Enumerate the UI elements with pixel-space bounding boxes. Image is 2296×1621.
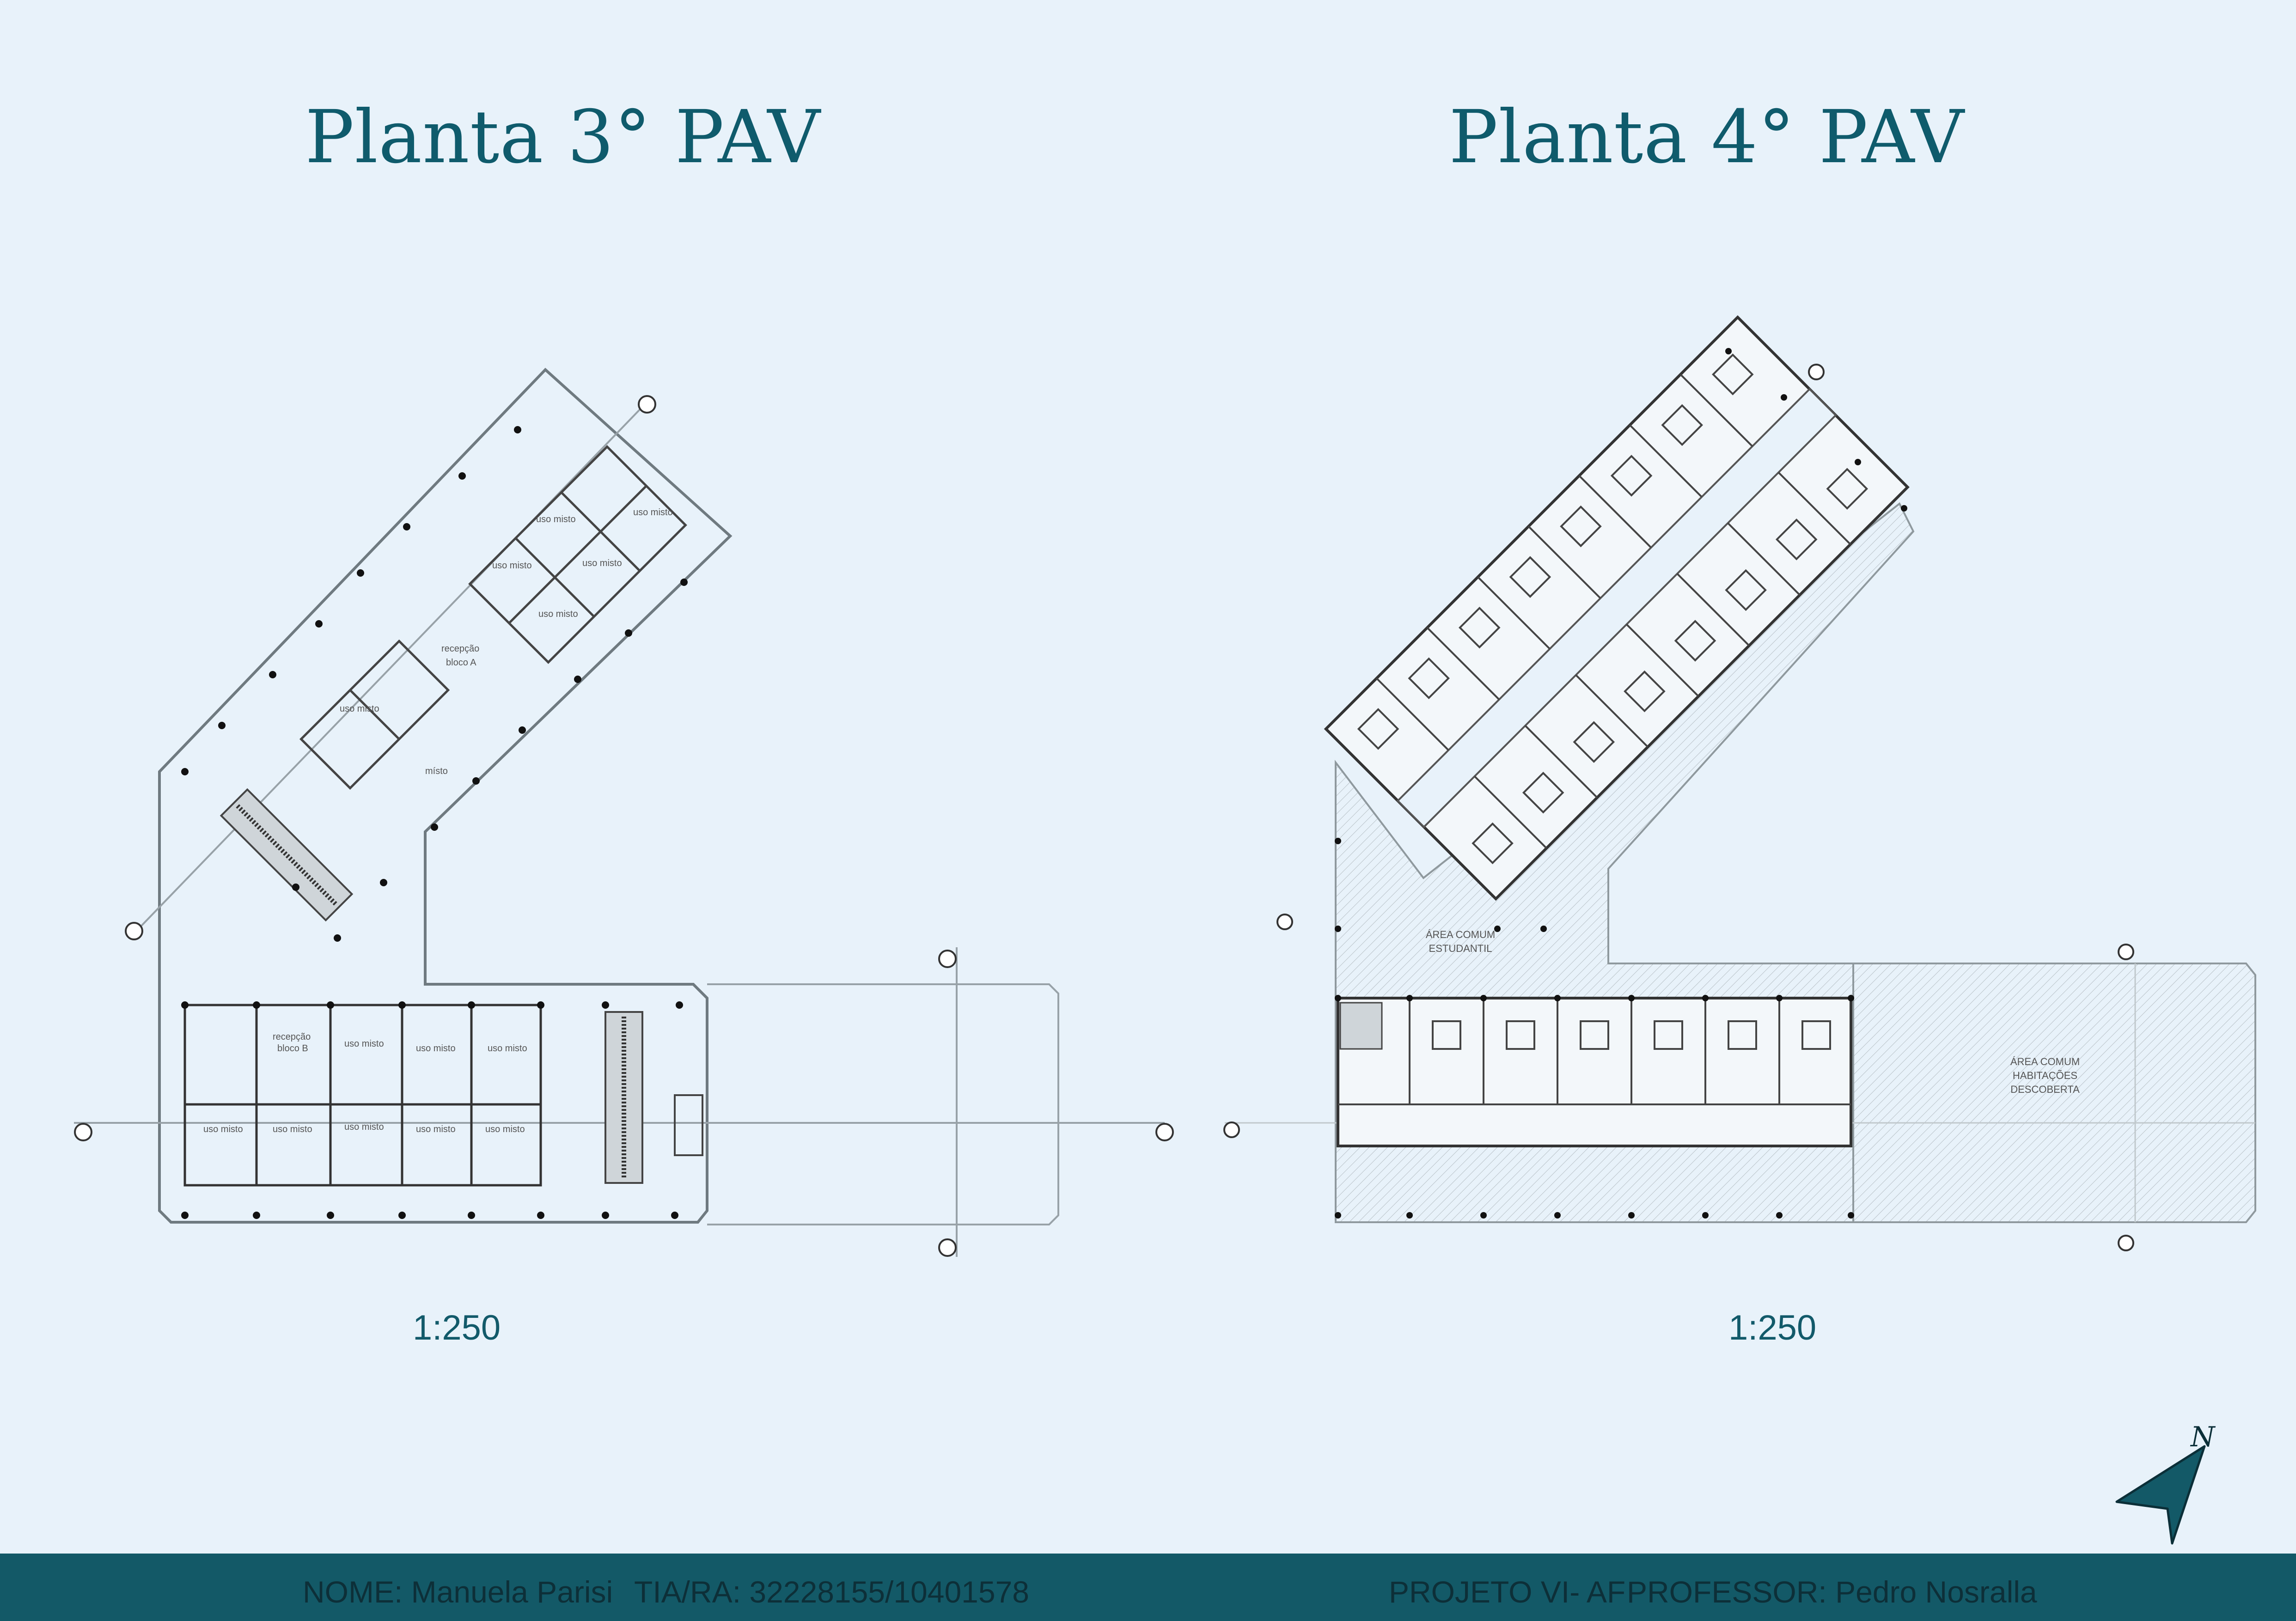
plan-4-title: Planta 4° PAV: [1449, 95, 1965, 180]
room-label: uso misto: [492, 561, 532, 571]
footer-project: PROJETO VI- AF: [1389, 1575, 1626, 1609]
room-label: místo: [425, 766, 448, 776]
housing-block-lower: [1337, 997, 1852, 1147]
section-marker: [2118, 944, 2134, 960]
room-label: uso misto: [416, 1124, 456, 1134]
housing-block-upper: [1324, 315, 1910, 901]
section-marker: [1276, 914, 1293, 930]
room-label: uso misto: [536, 514, 576, 524]
area-label: DESCOBERTA: [2010, 1084, 2080, 1095]
footer-bar: NOME: Manuela Parisi TIA/RA: 32228155/10…: [0, 1554, 2296, 1621]
section-marker: [1808, 364, 1825, 380]
section-marker: [125, 922, 143, 940]
room-label: uso misto: [485, 1124, 525, 1134]
elevator-lower: [674, 1094, 703, 1156]
room-label: recepção: [441, 644, 479, 654]
room-label: uso misto: [582, 558, 622, 568]
footer-tia: TIA/RA: 32228155/10401578: [634, 1575, 1030, 1609]
plan-3-scale: 1:250: [413, 1308, 501, 1347]
room-label: uso misto: [538, 609, 578, 619]
escalator-upper: [220, 788, 354, 922]
room-label: recepção: [273, 1032, 311, 1042]
section-marker: [1155, 1123, 1174, 1141]
room-label: uso misto: [273, 1124, 312, 1134]
section-marker: [938, 950, 957, 968]
north-arrow-icon: N: [2115, 1423, 2216, 1545]
room-label: uso misto: [416, 1043, 456, 1054]
area-label: ÁREA COMUM: [2010, 1056, 2080, 1067]
section-marker: [2118, 1235, 2134, 1251]
north-label: N: [2190, 1423, 2216, 1453]
room-block-lower: [183, 1004, 542, 1187]
plan-3-title: Planta 3° PAV: [305, 95, 821, 180]
plan-4-scale: 1:250: [1728, 1308, 1817, 1347]
area-label: HABITAÇÕES: [2013, 1070, 2077, 1081]
room-label: uso misto: [488, 1043, 527, 1054]
room-label: uso misto: [633, 507, 673, 518]
area-label: ÁREA COMUM: [1426, 929, 1495, 940]
room-label: bloco A: [446, 658, 476, 668]
escalator-lower: [605, 1011, 643, 1184]
footer-name: NOME: Manuela Parisi: [303, 1575, 613, 1609]
section-marker: [74, 1123, 92, 1141]
room-label: uso misto: [203, 1124, 243, 1134]
room-label: uso misto: [344, 1122, 384, 1132]
section-marker: [1223, 1121, 1240, 1138]
section-marker: [938, 1238, 957, 1257]
section-marker: [638, 395, 656, 414]
plan-3-extension: [707, 983, 1059, 1225]
area-label: ESTUDANTIL: [1429, 943, 1492, 954]
room-label: bloco B: [277, 1043, 308, 1054]
axis-line: [133, 401, 648, 934]
room-label: uso misto: [344, 1039, 384, 1049]
room-label: uso misto: [340, 704, 379, 714]
footer-professor: PROFESSOR: Pedro Nosralla: [1627, 1575, 2037, 1609]
